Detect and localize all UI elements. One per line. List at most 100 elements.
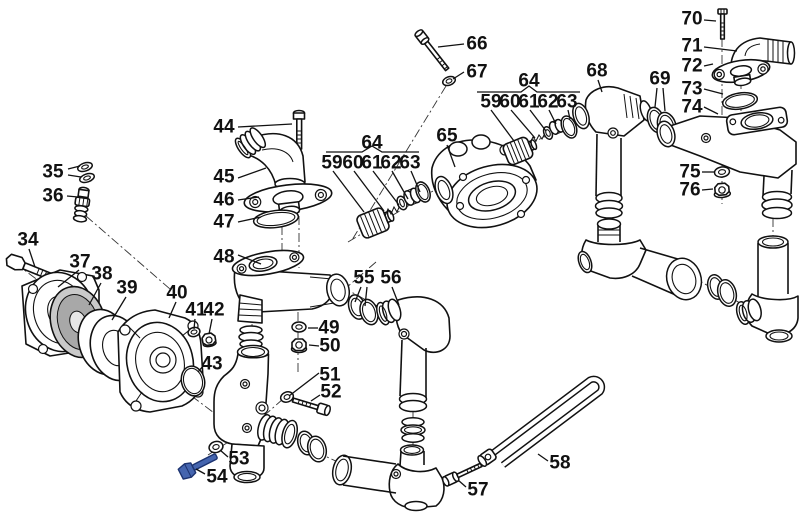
part-label-63: 63 (399, 153, 420, 174)
leader-line-55 (364, 286, 368, 307)
part-45-elbow-hose-fitting (234, 127, 306, 191)
part-56-orings-stack (400, 417, 426, 443)
leader-line-61 (529, 109, 547, 132)
part-label-68: 68 (586, 61, 607, 82)
part-50-nut (290, 338, 308, 354)
part-label-51: 51 (319, 365, 341, 386)
part-label-61: 61 (518, 92, 540, 113)
part-label-41: 41 (185, 300, 207, 321)
part-label-72: 72 (681, 56, 702, 77)
leader-line-59 (490, 109, 515, 142)
leader-line-59 (332, 170, 365, 213)
part-label-61: 61 (361, 153, 383, 174)
leader-line-57 (457, 479, 467, 488)
leader-line-37 (57, 269, 80, 288)
leader-line-47 (237, 216, 262, 223)
part-lower-left-manifold (213, 344, 328, 484)
part-72-flange (711, 58, 771, 87)
part-43-oring (180, 365, 206, 397)
part-68-tee-fitting (572, 85, 653, 219)
part-label-47: 47 (213, 212, 234, 233)
part-42-nut (201, 332, 217, 348)
part-55-sleeve-rings (347, 294, 379, 326)
part-74-manifold (656, 106, 797, 220)
leader-line-58 (537, 453, 549, 462)
part-35-washers (77, 161, 95, 184)
group-bracket-64 (477, 85, 580, 93)
part-label-40: 40 (166, 283, 187, 304)
part-75-washer (713, 166, 731, 178)
part-59-valve-cap-right (502, 136, 538, 166)
part-63-valve-oring-center (415, 181, 431, 203)
part-label-63: 63 (556, 92, 577, 113)
leader-line-76 (701, 188, 714, 191)
part-label-74: 74 (681, 97, 703, 118)
part-label-49: 49 (318, 318, 339, 339)
part-56-elbow-pipe-fitting (376, 296, 451, 413)
leader-line-74 (703, 106, 719, 115)
leader-line-51 (288, 372, 320, 397)
part-label-43: 43 (201, 354, 222, 375)
part-label-73: 73 (681, 79, 702, 100)
part-label-56: 56 (380, 268, 401, 289)
part-44-bolt (292, 109, 306, 150)
leader-line-70 (703, 19, 717, 22)
part-bottom-corner-fitting (331, 444, 445, 512)
part-label-60: 60 (499, 92, 520, 113)
leader-line-63 (410, 170, 421, 193)
part-label-52: 52 (320, 382, 341, 403)
part-label-67: 67 (466, 62, 487, 83)
part-label-36: 36 (42, 186, 63, 207)
part-60-valve-spring-right (529, 132, 546, 144)
part-47-oring (252, 209, 300, 229)
leader-line-44 (237, 123, 293, 128)
leader-line-35 (67, 165, 81, 170)
part-label-66: 66 (466, 34, 487, 55)
part-73-oring (721, 91, 759, 111)
part-48-manifold-fitting (231, 249, 351, 349)
part-label-75: 75 (679, 162, 701, 183)
part-63-valve-oring-right (560, 115, 578, 139)
part-60-valve-spring-center (384, 204, 401, 217)
part-label-65: 65 (436, 126, 458, 147)
leader-line-45 (237, 167, 267, 179)
part-40-crankcase (117, 309, 204, 413)
part-label-57: 57 (467, 480, 488, 501)
part-label-46: 46 (213, 190, 234, 211)
part-label-59: 59 (321, 153, 342, 174)
leader-line-48 (237, 254, 262, 265)
leader-line-55 (354, 286, 362, 303)
part-54-bolt-blue-highlighted (177, 453, 218, 480)
part-62-valve-poppet-center (403, 187, 422, 206)
part-label-44: 44 (213, 117, 235, 138)
part-label-62: 62 (537, 92, 558, 113)
leader-line-39 (111, 296, 127, 321)
part-label-64: 64 (518, 71, 540, 92)
leader-line-41 (193, 318, 196, 330)
part-label-45: 45 (213, 167, 235, 188)
leader-line-35 (67, 174, 82, 178)
leader-line-50 (308, 344, 320, 347)
part-label-59: 59 (480, 92, 501, 113)
part-label-58: 58 (549, 453, 570, 474)
part-label-69: 69 (649, 69, 670, 90)
part-label-60: 60 (342, 153, 363, 174)
part-right-mid-orings (706, 273, 738, 307)
leader-line-73 (703, 88, 724, 95)
part-right-lower-elbow (735, 235, 799, 343)
part-49-washer (291, 321, 307, 333)
part-67-washer (441, 75, 457, 87)
part-52-bolt (291, 397, 331, 417)
leader-line-36 (66, 195, 79, 198)
group-bracket-64 (326, 145, 419, 153)
leader-line-42 (208, 318, 213, 335)
part-66-bolt (414, 29, 450, 72)
part-76-nut (713, 182, 732, 199)
leader-line-69 (654, 87, 658, 108)
leader-line-62 (548, 109, 557, 125)
leader-line-46 (237, 196, 260, 201)
leader-line-43 (197, 365, 204, 373)
